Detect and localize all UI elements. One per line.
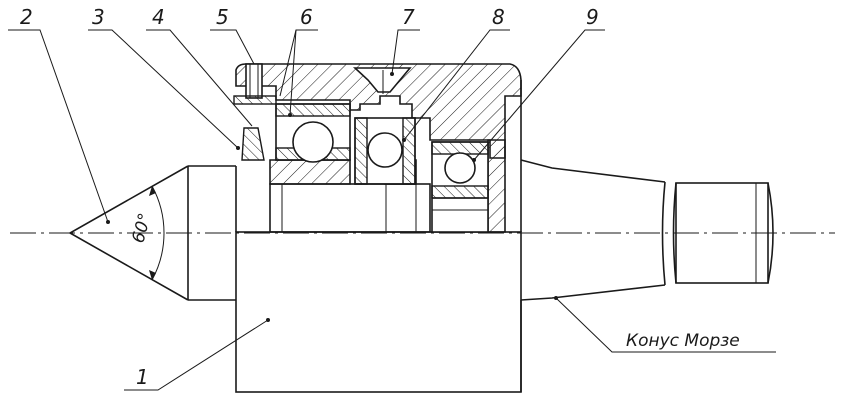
callout-2: 2	[20, 5, 33, 29]
bearing-part-8	[354, 117, 416, 185]
seal-part-4	[241, 127, 265, 161]
morse-taper-label: Конус Морзе	[626, 331, 740, 351]
morse-taper-shank	[520, 159, 774, 301]
callout-8: 8	[492, 5, 505, 29]
bearing-part-9	[431, 141, 489, 233]
plug-part-7	[352, 67, 412, 94]
body-housing-lower	[235, 231, 522, 393]
callout-5: 5	[216, 5, 229, 29]
callout-4: 4	[152, 5, 165, 29]
callout-1: 1	[136, 365, 149, 389]
angle-60-label: 60°	[129, 211, 156, 245]
callout-6: 6	[300, 5, 313, 29]
callout-3: 3	[92, 5, 105, 29]
callout-7: 7	[402, 5, 415, 29]
bearing-part-6	[275, 103, 351, 163]
callout-labels: 2 3 4 5 6 7 8 9 1 Конус Морзе	[20, 5, 740, 389]
inner-shaft	[269, 183, 431, 233]
screw-part-5	[233, 63, 277, 105]
leader-lines	[8, 29, 776, 391]
callout-9: 9	[586, 5, 599, 29]
